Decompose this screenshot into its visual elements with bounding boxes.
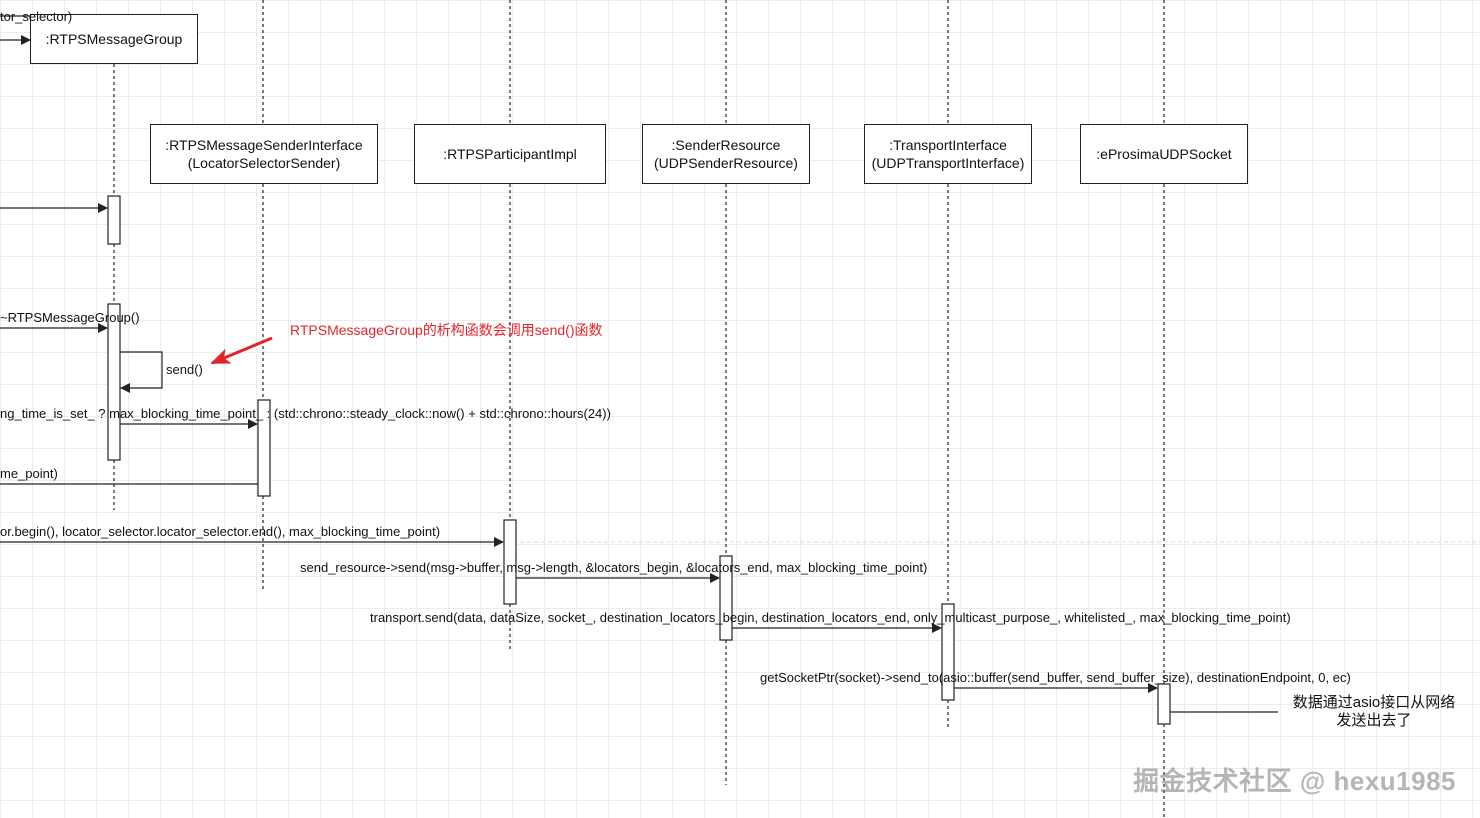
lifeline-eprosima-udp-socket: :eProsimaUDPSocket: [1080, 124, 1248, 184]
lifeline-label-line1: :TransportInterface: [889, 137, 1007, 153]
message-label-m8: getSocketPtr(socket)->send_to(asio::buff…: [760, 670, 1351, 685]
activation-sender-res: [719, 555, 733, 641]
message-label-m3: ng_time_is_set_ ? max_blocking_time_poin…: [0, 406, 611, 421]
lifeline-label: :RTPSParticipantImpl: [443, 146, 577, 162]
annotation-text: RTPSMessageGroup的析构函数会调用send()函数: [290, 322, 603, 338]
watermark: 掘金技术社区 @ hexu1985: [1133, 766, 1456, 796]
activation-transport: [941, 603, 955, 701]
message-label-m6: send_resource->send(msg->buffer, msg->le…: [300, 560, 928, 575]
lifeline-label-line1: :RTPSMessageSenderInterface: [165, 137, 363, 153]
note-line1: 数据通过asio接口从网络: [1292, 694, 1456, 711]
lifeline-rtps-message-group: :RTPSMessageGroup: [30, 14, 198, 64]
activation-group-1: [107, 195, 121, 245]
msg-arrow-m2-self: [120, 351, 163, 393]
lifeline-label: :RTPSMessageGroup: [45, 31, 183, 47]
lifeline-label: :eProsimaUDPSocket: [1096, 146, 1232, 162]
lifeline-label-line2: (UDPTransportInterface): [871, 155, 1025, 171]
message-label-m7: transport.send(data, dataSize, socket_, …: [370, 610, 1291, 625]
lifeline-rtps-participant-impl: :RTPSParticipantImpl: [414, 124, 606, 184]
lifeline-label-line2: (UDPSenderResource): [654, 155, 798, 171]
message-label-m2: send(): [166, 362, 203, 377]
message-label-m4: me_point): [0, 466, 58, 481]
lifeline-label-line1: :SenderResource: [671, 137, 781, 153]
lifeline-sender-resource: :SenderResource (UDPSenderResource): [642, 124, 810, 184]
activation-group-2: [107, 303, 121, 461]
activation-socket: [1157, 683, 1171, 725]
message-label-m5: or.begin(), locator_selector.locator_sel…: [0, 524, 441, 539]
message-label-m1: ~RTPSMessageGroup(): [0, 310, 140, 325]
activation-sender-if: [257, 399, 271, 497]
lifeline-label-line2: (LocatorSelectorSender): [187, 155, 341, 171]
note-line2: 发送出去了: [1336, 712, 1412, 729]
lifeline-transport-interface: :TransportInterface (UDPTransportInterfa…: [864, 124, 1032, 184]
message-label-m0: tor_selector): [0, 9, 73, 24]
note-text: 数据通过asio接口从网络 发送出去了: [1282, 694, 1466, 730]
lifeline-rtps-message-sender-interface: :RTPSMessageSenderInterface (LocatorSele…: [150, 124, 378, 184]
annotation-arrow: [210, 336, 273, 365]
activation-participant: [503, 519, 517, 605]
